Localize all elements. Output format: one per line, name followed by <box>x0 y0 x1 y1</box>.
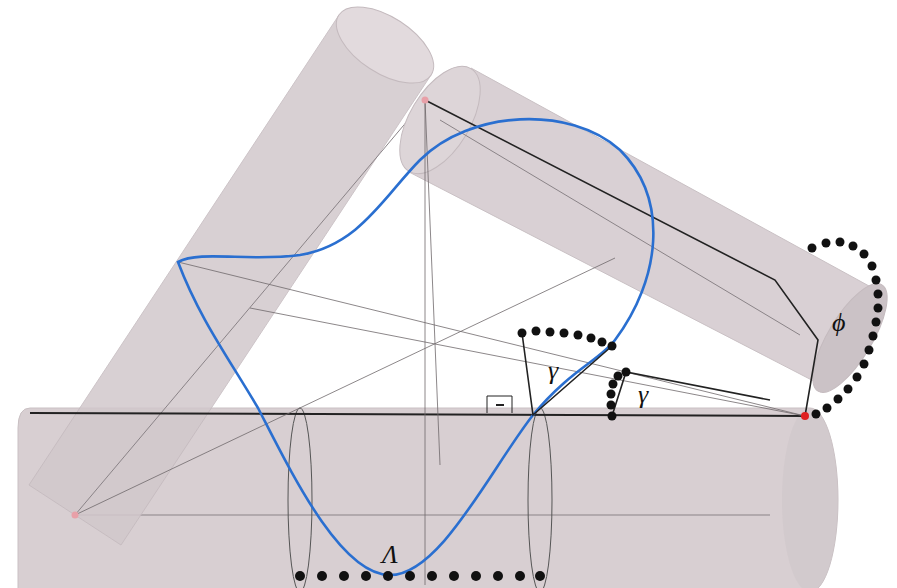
angle-label: γ <box>548 358 558 384</box>
axis-line <box>75 100 425 515</box>
angle-line <box>522 333 612 415</box>
axis-line <box>75 515 770 516</box>
right-angle-mark <box>487 396 512 413</box>
right-angle-mark <box>496 404 504 406</box>
ring <box>288 408 312 588</box>
vertex-dot <box>72 512 79 519</box>
edge-line <box>30 413 805 416</box>
cylinder-cap <box>799 274 897 403</box>
section-line <box>425 100 818 416</box>
angle-label: γ <box>638 382 648 408</box>
dot-arcs <box>295 238 883 582</box>
left-cylinder <box>29 15 431 545</box>
angle-label: ϕ <box>832 310 845 336</box>
axis-line <box>440 120 800 335</box>
cylinder-cap <box>782 408 838 588</box>
wavelength-label: Λ <box>382 542 398 568</box>
vertex-dot <box>422 97 429 104</box>
right-cylinder <box>409 68 869 390</box>
vertex-dot <box>801 412 809 420</box>
median-lines <box>75 100 805 585</box>
cylinder-cap <box>324 0 447 98</box>
ring <box>528 408 552 588</box>
helix-curve <box>178 119 653 575</box>
angle-line <box>612 372 770 416</box>
